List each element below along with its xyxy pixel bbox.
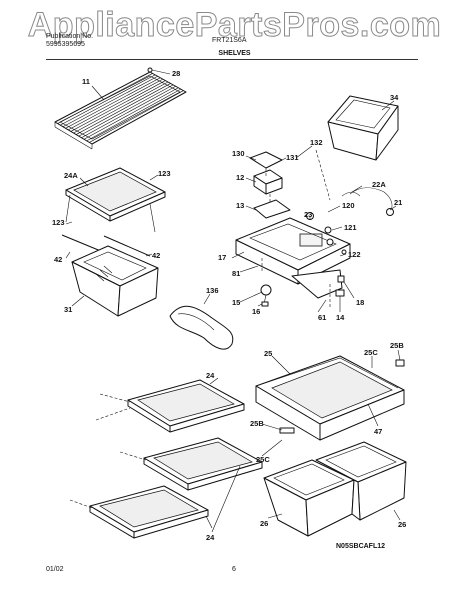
footer-page: 6	[232, 566, 236, 573]
part-control-assembly	[249, 149, 331, 219]
callout: 12	[236, 173, 244, 182]
wire-rung	[57, 73, 153, 124]
callout: 11	[82, 77, 90, 86]
part-wire-shelf	[54, 67, 187, 150]
publication-number: 5995395695	[46, 41, 85, 48]
callout: 131	[286, 153, 299, 162]
wire-rung	[81, 86, 176, 138]
callout: 121	[344, 223, 357, 232]
wire-rung	[68, 78, 163, 131]
callout: 132	[310, 138, 323, 147]
callout: 18	[356, 298, 364, 307]
part-control-housing	[235, 212, 351, 308]
callout: 81	[232, 269, 240, 278]
wire-rung	[86, 88, 182, 142]
callout: 15	[232, 298, 240, 307]
wire-rung	[70, 80, 166, 132]
callout: 23	[304, 210, 312, 219]
callout: 42	[152, 251, 160, 260]
part-glass-shelf-lower	[69, 379, 263, 539]
callout: 21	[394, 198, 402, 207]
callout: 16	[252, 307, 260, 316]
part-crisper-left	[61, 234, 159, 317]
callout: 24	[206, 371, 215, 380]
part-crisper-drawers	[263, 441, 407, 537]
part-wire-harness	[341, 187, 394, 216]
wire-rung	[75, 83, 171, 135]
part-crisper-cover	[255, 355, 405, 441]
drawing-code: N05SBCAFL12	[336, 543, 386, 550]
part-glass-shelf-upper	[65, 167, 166, 233]
wire-rung	[73, 81, 169, 134]
page-title: SHELVES	[218, 50, 251, 57]
part-dairy-bin	[327, 95, 399, 161]
wire-rung	[60, 74, 156, 126]
wire-rung	[65, 77, 161, 129]
wire-rung	[62, 76, 158, 127]
callout: 31	[64, 305, 72, 314]
callout: 136	[206, 286, 219, 295]
callout-labels: 11 28 34 130 131 132 12 22A 123 24A 13 1…	[52, 69, 406, 542]
callout: 130	[232, 149, 245, 158]
title-rule	[46, 59, 418, 60]
callout: 25C	[256, 455, 270, 464]
callout: 26	[398, 520, 406, 529]
publication-label: Publication No.	[46, 33, 94, 40]
callout: 17	[218, 253, 226, 262]
callout: 22A	[372, 180, 386, 189]
callout: 120	[342, 201, 355, 210]
callout: 61	[318, 313, 326, 322]
wire-rung	[83, 87, 179, 140]
callout: 47	[374, 427, 382, 436]
callout: 24A	[64, 171, 78, 180]
leader-lines	[65, 85, 401, 533]
footer-date: 01/02	[46, 566, 64, 573]
model-number: FRT21S6A	[212, 37, 247, 44]
part-deflector	[169, 305, 234, 350]
callout: 122	[348, 250, 361, 259]
callout: 24	[206, 533, 215, 542]
callout: 25	[264, 349, 272, 358]
callout: 34	[390, 93, 399, 102]
callout: 123	[52, 218, 65, 227]
callout: 13	[236, 201, 244, 210]
callout: 25B	[250, 419, 264, 428]
callout: 26	[260, 519, 268, 528]
callout: 123	[158, 169, 171, 178]
callout: 25B	[390, 341, 404, 350]
callout: 42	[54, 255, 62, 264]
callout: 25C	[364, 348, 378, 357]
wire-rung	[78, 84, 174, 137]
wire-rung	[89, 90, 184, 143]
callout: 28	[172, 69, 180, 78]
callout: 14	[336, 313, 345, 322]
watermark-logo: AppliancePartsPros.com	[27, 6, 442, 45]
